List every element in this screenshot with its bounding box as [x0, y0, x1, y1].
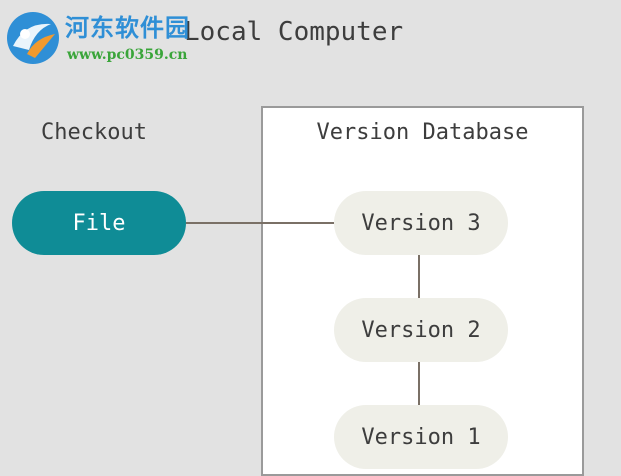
file-node: File	[12, 191, 186, 255]
version-2-to-1-connector	[418, 362, 420, 405]
watermark-url: www.pc0359.cn	[67, 47, 188, 63]
watermark-logo-icon	[7, 12, 59, 64]
version-1-node: Version 1	[334, 405, 508, 469]
diagram-title: Local Computer	[184, 17, 404, 47]
checkout-label: Checkout	[41, 120, 147, 145]
file-to-version-connector	[186, 222, 334, 224]
version-2-node: Version 2	[334, 298, 508, 362]
watermark-name: 河东软件园	[65, 14, 190, 42]
version-3-to-2-connector	[418, 255, 420, 298]
version-3-node: Version 3	[334, 191, 508, 255]
version-database-label: Version Database	[316, 120, 529, 145]
